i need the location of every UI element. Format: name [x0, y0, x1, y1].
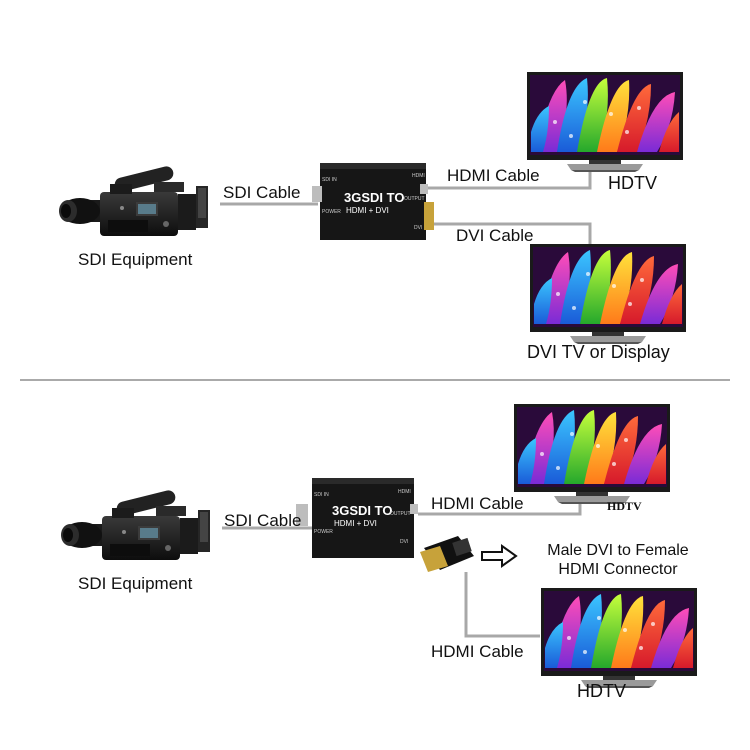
- tv2-label-bottom: HDTV: [577, 681, 626, 701]
- tv2-label-top: DVI TV or Display: [527, 342, 670, 362]
- sdi-cable-label-top: SDI Cable: [223, 183, 301, 202]
- port-hdmi-top: HDMI: [412, 173, 425, 179]
- device-subbrand-bottom: HDMI + DVI: [334, 519, 377, 528]
- port-hdmi-bottom: HDMI: [398, 489, 411, 495]
- port-power-bottom: POWER: [314, 529, 333, 535]
- sdi-cable-label-bottom: SDI Cable: [224, 511, 302, 530]
- source-label-bottom: SDI Equipment: [78, 574, 193, 593]
- hdtv-bottom-2-icon: [541, 588, 697, 688]
- device-brand-bottom: 3GSDI TO: [332, 503, 393, 518]
- arrow-right-icon: [481, 544, 518, 568]
- dvi-cable-top: [430, 222, 592, 248]
- hdmi-cable-label-top: HDMI Cable: [447, 166, 540, 185]
- port-sdi-in-top: SDI IN: [322, 177, 337, 183]
- hdtv-bottom-1-icon: [514, 404, 670, 504]
- camera-icon-top: [59, 164, 208, 236]
- port-sdi-in-bottom: SDI IN: [314, 492, 329, 498]
- hdmi-cable-bottom-2: [464, 572, 540, 638]
- port-output-top: OUTPUT: [404, 196, 425, 202]
- port-power-top: POWER: [322, 209, 341, 215]
- camera-icon-bottom: [61, 488, 210, 560]
- hdmi-cable-label-bottom-1: HDMI Cable: [431, 494, 524, 513]
- converter-device-bottom: [296, 478, 418, 558]
- tv1-label-bottom: HDTV: [607, 499, 642, 513]
- adapter-label-line2: HDMI Connector: [558, 561, 678, 578]
- dvi-hdmi-adapter-icon: [420, 536, 474, 572]
- device-subbrand-top: HDMI + DVI: [346, 206, 389, 215]
- port-output-bottom: OUTPUT: [390, 511, 411, 517]
- dvi-cable-label-top: DVI Cable: [456, 226, 534, 245]
- port-dvi-bottom: DVI: [400, 539, 409, 545]
- hdmi-cable-top: [424, 168, 592, 190]
- hdtv-top-icon: [527, 72, 683, 172]
- adapter-label-line1: Male DVI to Female: [547, 542, 689, 559]
- hdmi-cable-label-bottom-2: HDMI Cable: [431, 642, 524, 661]
- device-brand-top: 3GSDI TO: [344, 190, 405, 205]
- source-label-top: SDI Equipment: [78, 250, 193, 269]
- port-dvi-top: DVI: [414, 225, 423, 231]
- dvi-display-icon: [530, 244, 686, 344]
- tv1-label-top: HDTV: [608, 173, 657, 193]
- converter-device-top: [312, 163, 434, 240]
